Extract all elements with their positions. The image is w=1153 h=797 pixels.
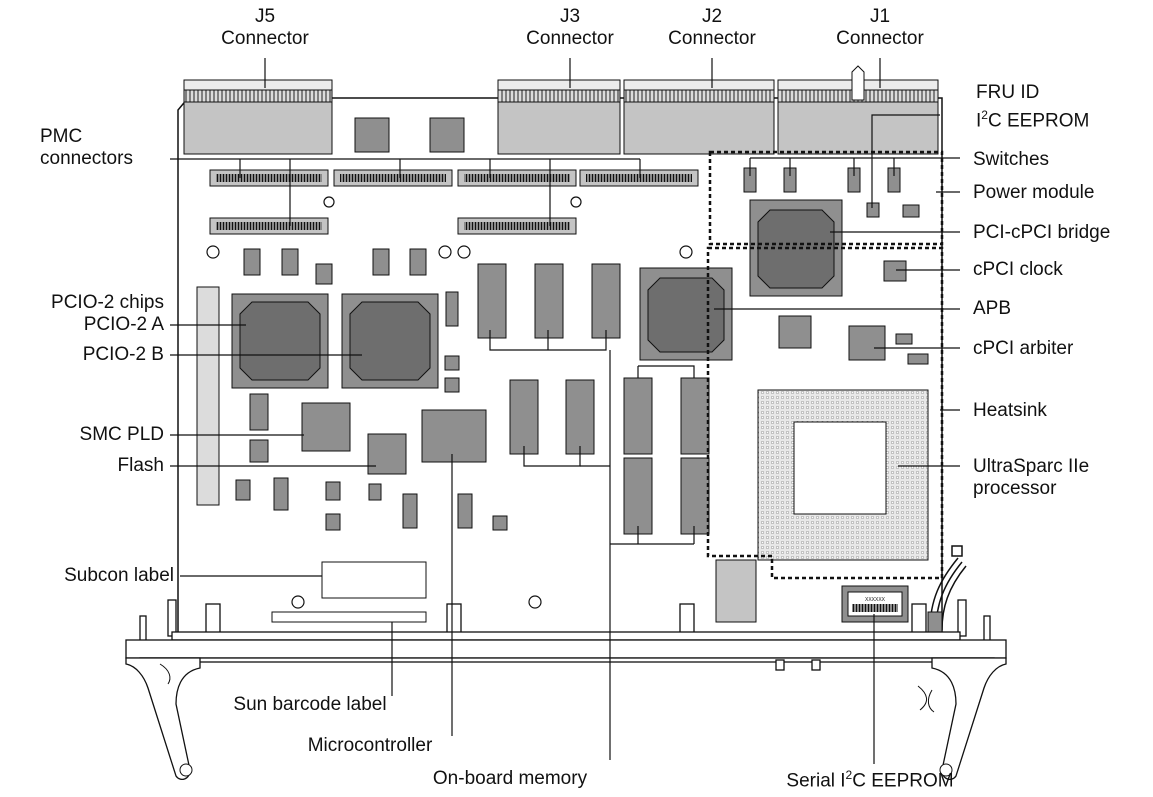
heatsink-outline	[706, 246, 944, 580]
power-module-label: Power module	[973, 182, 1095, 203]
j2-connector-label: J2 Connector	[668, 6, 756, 49]
pcio2-a-chip	[231, 293, 329, 389]
cpci-arbiter-chip	[848, 325, 886, 361]
right-ejector	[931, 657, 1007, 781]
serial-eeprom-label: Serial I2C EEPROM	[786, 768, 954, 792]
smc-pld-chip	[301, 402, 351, 452]
j1-connector-label: J1 Connector	[836, 6, 924, 49]
j5-connector	[183, 79, 333, 155]
microcontroller-label: Microcontroller	[307, 735, 433, 756]
apb-chip	[639, 267, 733, 361]
pcio2-a-label: PCIO-2 A	[83, 314, 164, 335]
left-ejector	[125, 657, 201, 781]
ultrasparc-label: UltraSparc IIe processor	[973, 456, 1090, 499]
processor-heatsink	[757, 389, 929, 561]
sun-barcode-label: Sun barcode label	[233, 694, 387, 715]
eeprom-chip-text: XXXXXX	[865, 597, 886, 603]
j3-connector	[497, 79, 621, 155]
cpci-arbiter-label: cPCI arbiter	[973, 338, 1074, 359]
subcon-label: Subcon label	[64, 565, 174, 586]
apb-label: APB	[973, 298, 1012, 319]
pcio2-chips-label: PCIO-2 chips	[51, 292, 164, 313]
cpci-clock-label: cPCI clock	[973, 259, 1063, 280]
pci-cpci-bridge-label: PCI-cPCI bridge	[973, 222, 1111, 243]
sun-barcode-area	[271, 611, 427, 623]
memory-chips	[477, 263, 710, 535]
j5-connector-label: J5 Connector	[221, 6, 309, 49]
side-connector	[196, 286, 220, 506]
j3-connector-label: J3 Connector	[526, 6, 614, 49]
flash-chip	[367, 433, 407, 475]
pcio2-b-chip	[341, 293, 439, 389]
j1-connector	[777, 65, 939, 155]
smc-pld-label: SMC PLD	[79, 424, 164, 445]
microcontroller-chip	[421, 409, 487, 463]
heatsink-label: Heatsink	[973, 400, 1047, 421]
switches-label: Switches	[973, 149, 1050, 170]
leader-lines	[170, 58, 960, 764]
pmc-connectors-label: PMC connectors	[40, 126, 133, 169]
fru-id-label: FRU ID I2C EEPROM	[976, 82, 1090, 132]
subcon-label-area	[321, 561, 427, 599]
onboard-memory-label: On-board memory	[432, 768, 588, 789]
serial-eeprom-chip	[841, 585, 909, 623]
power-module-outline	[708, 150, 944, 246]
flash-label: Flash	[117, 455, 164, 476]
switches-chips	[743, 167, 901, 193]
pcio2-b-label: PCIO-2 B	[82, 344, 164, 365]
j2-connector	[623, 79, 775, 155]
